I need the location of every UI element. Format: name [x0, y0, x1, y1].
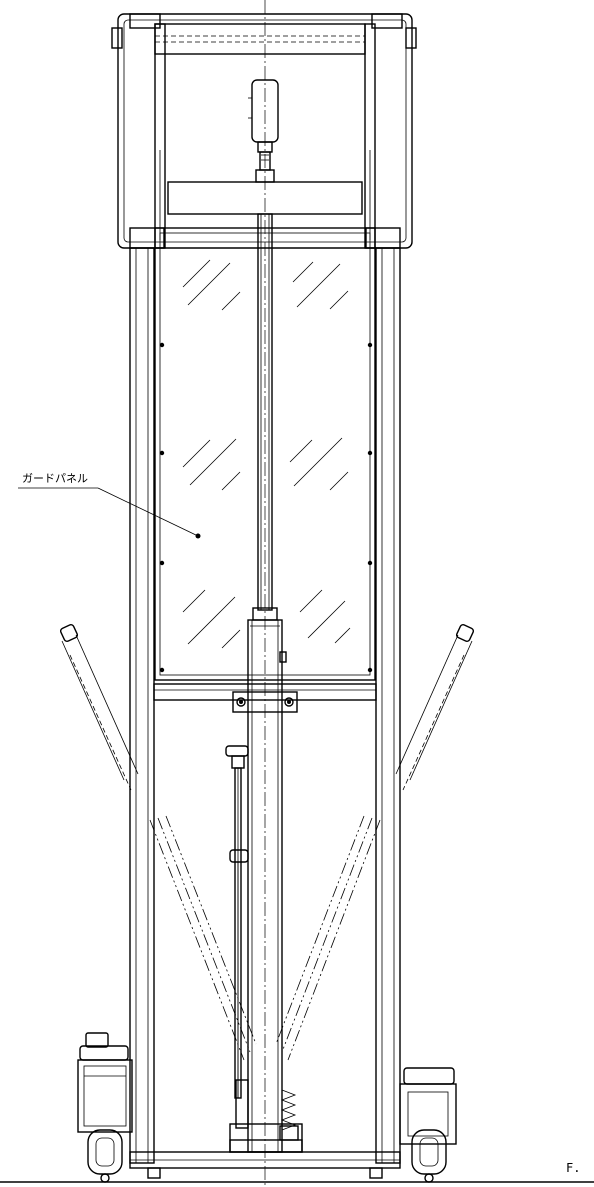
right-handle: [395, 623, 475, 791]
hydraulic-pump: [225, 745, 299, 1141]
left-handle: [59, 623, 139, 791]
right-foot: [369, 1167, 383, 1179]
guard-panel-label: ガードパネル: [22, 472, 88, 485]
guard-panel: [154, 227, 376, 681]
guard-panel-callout: ガードパネル: [18, 472, 201, 539]
left-upright: [129, 247, 155, 1164]
middle-crossbeam: [153, 683, 377, 713]
top-actuator: [248, 79, 279, 183]
leader-dot: [195, 533, 201, 539]
base-plate: [129, 1123, 401, 1169]
phantom-arms: [149, 815, 381, 1061]
top-head-unit: [111, 13, 417, 249]
left-caster: [77, 1032, 133, 1183]
left-foot: [147, 1167, 161, 1179]
right-caster: [399, 1067, 457, 1183]
right-upright: [375, 247, 401, 1164]
leader-line: [97, 487, 199, 537]
corner-code: F.: [566, 1161, 580, 1175]
